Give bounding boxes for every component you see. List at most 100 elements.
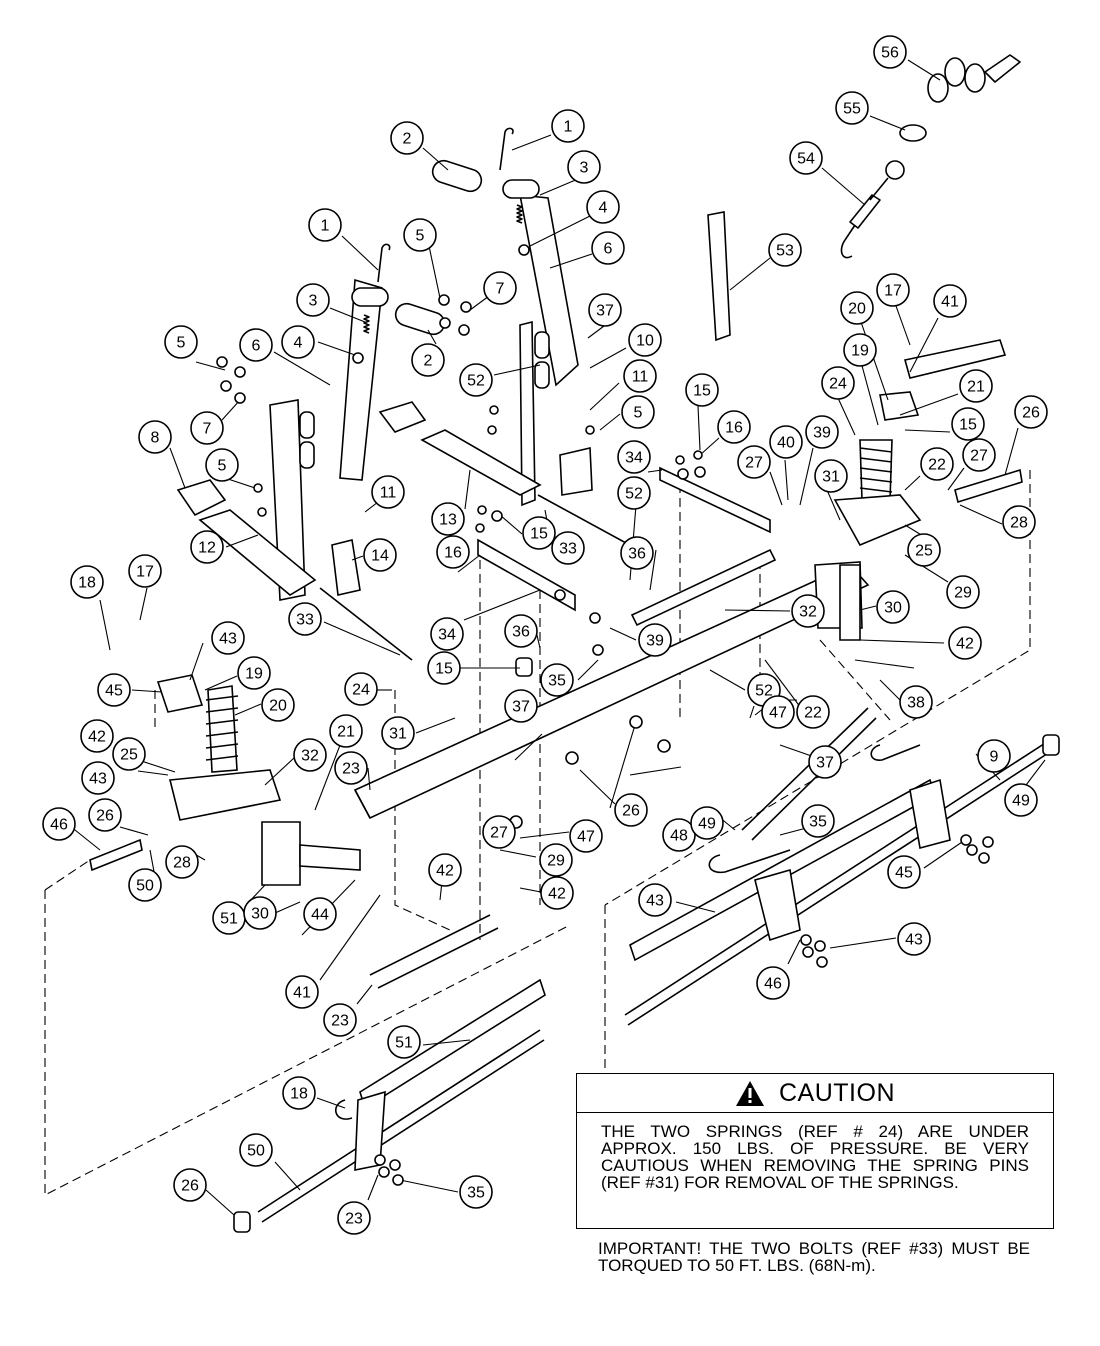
callout-label: 37 <box>512 699 530 716</box>
callout-11: 11 <box>371 475 405 509</box>
callout-circle <box>70 565 104 599</box>
callout-label: 20 <box>269 698 287 715</box>
callout-label: 1 <box>321 218 330 235</box>
callout-1: 1 <box>551 109 585 143</box>
callout-label: 43 <box>646 893 664 910</box>
callout-label: 27 <box>745 455 763 472</box>
callout-circle <box>363 538 397 572</box>
callout-circle <box>920 447 954 481</box>
callout-label: 3 <box>580 160 589 177</box>
important-note: IMPORTANT! THE TWO BOLTS (REF #33) MUST … <box>598 1239 1030 1275</box>
callout-circle <box>897 922 931 956</box>
callout-circle <box>483 271 517 305</box>
callout-circle <box>329 714 363 748</box>
callout-16: 16 <box>717 410 751 444</box>
callout-label: 54 <box>797 151 815 168</box>
callout-circle <box>551 109 585 143</box>
callout-26: 26 <box>88 798 122 832</box>
callout-label: 21 <box>337 724 355 741</box>
callout-27: 27 <box>737 445 771 479</box>
callout-18: 18 <box>282 1076 316 1110</box>
callout-label: 46 <box>50 817 68 834</box>
callout-circle <box>1004 783 1038 817</box>
callout-circle <box>690 806 724 840</box>
callout-circle <box>190 411 224 445</box>
callout-2: 2 <box>390 121 424 155</box>
callout-circle <box>948 626 982 660</box>
callout-circle <box>128 554 162 588</box>
callout-16: 16 <box>436 535 470 569</box>
callout-label: 10 <box>636 333 654 350</box>
callout-circle <box>371 475 405 509</box>
callout-label: 25 <box>915 543 933 560</box>
callout-label: 45 <box>895 865 913 882</box>
callout-label: 40 <box>777 435 795 452</box>
callout-label: 43 <box>89 771 107 788</box>
callout-label: 13 <box>439 512 457 529</box>
callout-label: 30 <box>884 600 902 617</box>
callout-circle <box>567 150 601 184</box>
callout-52: 52 <box>459 363 493 397</box>
callout-27: 27 <box>962 438 996 472</box>
callout-circle <box>381 716 415 750</box>
callout-label: 35 <box>548 673 566 690</box>
callout-label: 35 <box>809 814 827 831</box>
callout-circle <box>768 233 802 267</box>
callout-23: 23 <box>323 1003 357 1037</box>
callout-42: 42 <box>540 876 574 910</box>
callout-54: 54 <box>789 141 823 175</box>
callout-38: 38 <box>899 685 933 719</box>
callout-label: 52 <box>625 486 643 503</box>
callout-circle <box>959 369 993 403</box>
callout-label: 51 <box>220 911 238 928</box>
callout-label: 20 <box>848 301 866 318</box>
callout-5: 5 <box>164 325 198 359</box>
callout-15: 15 <box>685 373 719 407</box>
callout-circle <box>769 425 803 459</box>
callout-56: 56 <box>873 35 907 69</box>
callout-label: 23 <box>331 1013 349 1030</box>
callout-label: 5 <box>177 335 186 352</box>
callout-circle <box>620 536 654 570</box>
callout-circle <box>281 325 315 359</box>
callout-label: 19 <box>245 666 263 683</box>
callout-31: 31 <box>381 716 415 750</box>
callout-43: 43 <box>897 922 931 956</box>
callout-label: 41 <box>941 294 959 311</box>
callout-circle <box>323 1003 357 1037</box>
turnbuckle-part <box>840 160 905 259</box>
callout-circle <box>835 91 869 125</box>
callout-18: 18 <box>70 565 104 599</box>
callout-circle <box>623 359 657 393</box>
callout-label: 8 <box>151 430 160 447</box>
caution-title: CAUTION <box>779 1078 895 1107</box>
callout-label: 18 <box>290 1086 308 1103</box>
callout-circle <box>756 966 790 1000</box>
callout-label: 42 <box>548 886 566 903</box>
callout-circle <box>540 876 574 910</box>
callout-label: 17 <box>884 283 902 300</box>
callout-15: 15 <box>522 516 556 550</box>
callout-29: 29 <box>946 575 980 609</box>
callout-circle <box>97 673 131 707</box>
callout-label: 42 <box>956 636 974 653</box>
callout-circle <box>761 695 795 729</box>
callout-circle <box>337 1201 371 1235</box>
callout-circle <box>459 1175 493 1209</box>
callout-circle <box>237 656 271 690</box>
callout-label: 23 <box>342 761 360 778</box>
callout-circle <box>261 688 295 722</box>
callout-circle <box>843 333 877 367</box>
callout-1: 1 <box>308 208 342 242</box>
callout-23: 23 <box>337 1201 371 1235</box>
callout-6: 6 <box>591 231 625 265</box>
callout-label: 15 <box>435 661 453 678</box>
callout-13: 13 <box>431 502 465 536</box>
callout-label: 44 <box>311 907 329 924</box>
callout-circle <box>282 1076 316 1110</box>
callout-circle <box>540 663 574 697</box>
callout-label: 32 <box>799 604 817 621</box>
callout-49: 49 <box>1004 783 1038 817</box>
callout-3: 3 <box>296 283 330 317</box>
callout-circle <box>239 1133 273 1167</box>
